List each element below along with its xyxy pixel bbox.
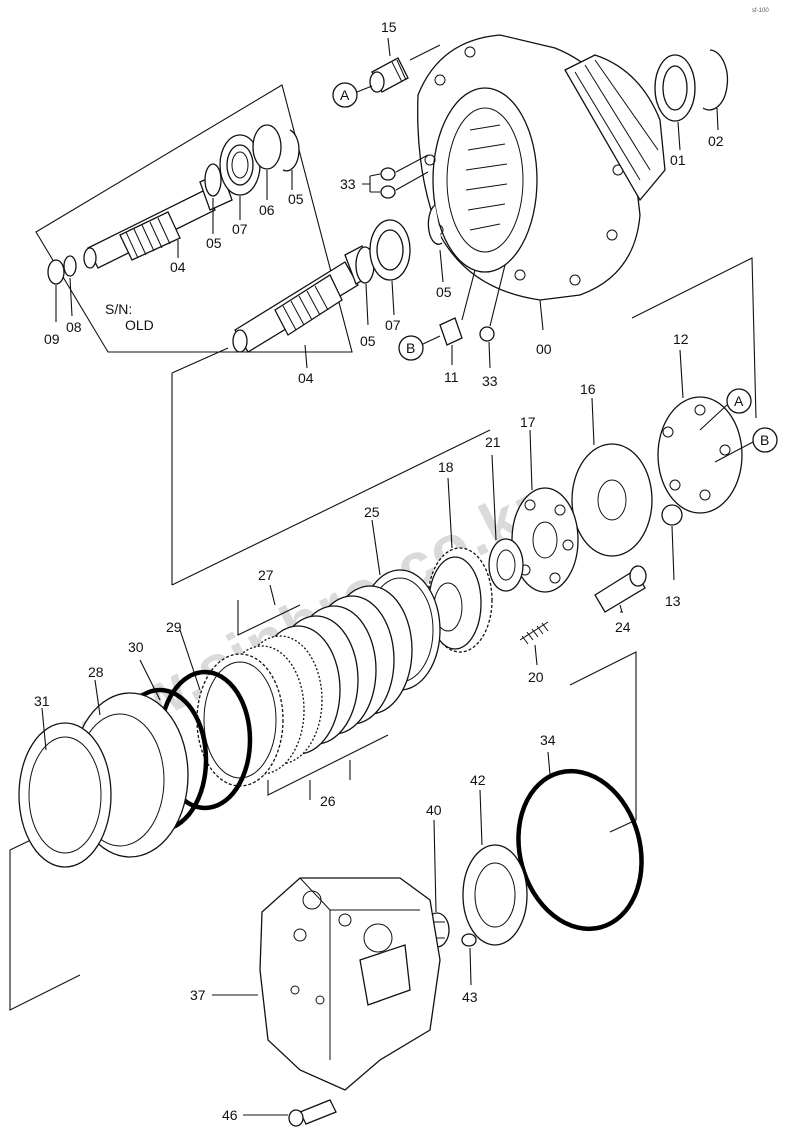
part-15-plug: 15 A xyxy=(332,19,441,108)
part-33-oring-b: 33 xyxy=(479,264,506,389)
label-05-old-a: 05 xyxy=(206,235,222,251)
part-43-pin: 43 xyxy=(461,933,478,1005)
part-21-ring: 21 xyxy=(485,434,524,592)
part-08-ring xyxy=(63,255,77,277)
part-06-ring xyxy=(252,124,282,170)
label-16: 16 xyxy=(580,381,596,397)
label-29: 29 xyxy=(166,619,182,635)
part-37-motor-body: 37 xyxy=(190,877,441,1091)
label-43: 43 xyxy=(462,989,478,1005)
label-28: 28 xyxy=(88,664,104,680)
part-01-bearing: 01 xyxy=(654,54,696,168)
part-05-old-ring xyxy=(204,163,222,197)
label-46: 46 xyxy=(222,1107,238,1123)
ref-b-circle-right xyxy=(752,427,778,453)
part-18-gear: 18 xyxy=(427,459,493,653)
label-26: 26 xyxy=(320,793,336,809)
ref-b-right: B xyxy=(760,432,769,448)
part-13-ball: 13 xyxy=(661,504,683,609)
label-21: 21 xyxy=(485,434,501,450)
label-05-old-b: 05 xyxy=(288,191,304,207)
part-20-spring: 20 xyxy=(519,621,549,685)
axis-guide-lower xyxy=(569,651,637,833)
old-label: OLD xyxy=(125,317,154,333)
part-12-cover: 12 A B xyxy=(657,331,778,514)
ref-a-circle-top xyxy=(332,82,358,108)
part-17-plate: 17 xyxy=(511,414,579,593)
part-05-housing-ring: 05 xyxy=(427,204,452,300)
label-24: 24 xyxy=(615,619,631,635)
axis-guide-left xyxy=(171,347,491,586)
label-42: 42 xyxy=(470,772,486,788)
label-05-new: 05 xyxy=(360,333,376,349)
part-46-bolt: 46 xyxy=(222,1099,337,1127)
old-shaft-inset: 04 05 07 06 05 09 08 S/N: OLD xyxy=(35,84,353,353)
label-25: 25 xyxy=(364,504,380,520)
label-07-new: 07 xyxy=(385,317,401,333)
part-09-ring xyxy=(47,259,65,285)
part-16-plate: 16 xyxy=(571,381,653,557)
axis-guide-right xyxy=(631,257,757,419)
part-27-bracket: 27 xyxy=(237,567,301,636)
corner-mark: sf-100 xyxy=(752,8,769,14)
label-33-b: 33 xyxy=(482,373,498,389)
label-12: 12 xyxy=(673,331,689,347)
label-17: 17 xyxy=(520,414,536,430)
label-02: 02 xyxy=(708,133,724,149)
sn-label: S/N: xyxy=(105,301,132,317)
label-09: 09 xyxy=(44,331,60,347)
label-11: 11 xyxy=(444,369,459,385)
leader-00 xyxy=(539,299,544,331)
part-07-new-bearing: 07 xyxy=(369,219,411,333)
label-01: 01 xyxy=(670,152,686,168)
label-04-new: 04 xyxy=(298,370,314,386)
part-24-pin: 24 xyxy=(594,565,647,635)
label-07-old: 07 xyxy=(232,221,248,237)
label-20: 20 xyxy=(528,669,544,685)
label-06: 06 xyxy=(259,202,275,218)
label-33-a: 33 xyxy=(340,176,356,192)
ref-b-circle-left xyxy=(398,335,424,361)
part-00-housing xyxy=(417,34,666,301)
label-18: 18 xyxy=(438,459,454,475)
part-42-valve-plate: 42 xyxy=(462,772,528,946)
ref-a-top: A xyxy=(340,87,350,103)
part-11-pin: 11 B xyxy=(398,269,476,385)
label-40: 40 xyxy=(426,802,442,818)
label-34: 34 xyxy=(540,732,556,748)
ref-a-circle-right xyxy=(726,388,752,414)
label-27: 27 xyxy=(258,567,274,583)
label-13: 13 xyxy=(665,593,681,609)
label-30: 30 xyxy=(128,639,144,655)
part-04-new-shaft: 04 xyxy=(232,245,373,386)
part-05-old-snap xyxy=(282,129,300,172)
label-04-old: 04 xyxy=(170,259,186,275)
part-02-snap-ring: 02 xyxy=(702,49,729,149)
label-37: 37 xyxy=(190,987,206,1003)
part-31-thrust-ring: 31 xyxy=(18,693,112,868)
inset-border xyxy=(35,84,353,353)
part-33-orings: 33 xyxy=(340,154,429,199)
part-34-oring: 34 xyxy=(516,732,644,932)
ref-a-right: A xyxy=(734,393,744,409)
label-00: 00 xyxy=(536,341,552,357)
part-05-new-ring: 05 xyxy=(355,246,376,349)
label-08: 08 xyxy=(66,319,82,335)
ref-b-left: B xyxy=(406,340,415,356)
label-31: 31 xyxy=(34,693,50,709)
label-05-c: 05 xyxy=(436,284,452,300)
label-15: 15 xyxy=(381,19,397,35)
